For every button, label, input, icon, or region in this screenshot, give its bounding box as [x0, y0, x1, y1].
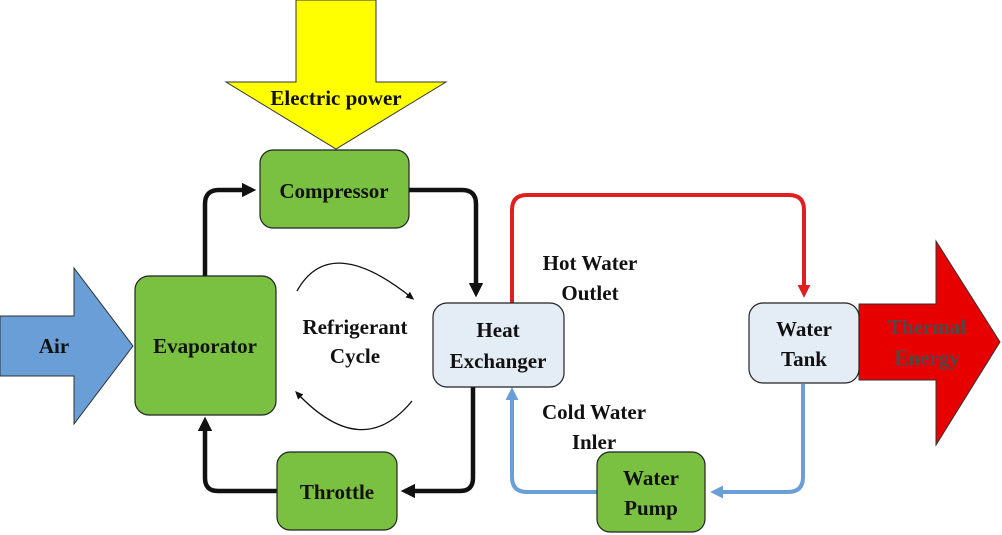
compressor-to-exchanger-line — [409, 187, 484, 298]
throttle-to-evaporator-line — [197, 416, 278, 494]
electric-power-arrow — [224, 0, 448, 150]
hot-water-outlet-label-line1: Hot Water — [543, 251, 638, 275]
pump-to-exchanger-line — [505, 387, 597, 494]
cold-water-inlet-label-line2: Inler — [572, 430, 616, 454]
hot-water-outlet-label-line2: Outlet — [561, 281, 618, 305]
compressor-box — [259, 149, 410, 229]
refrigerant-cycle-label-line1: Refrigerant — [303, 315, 408, 339]
circular-arrows-icon — [295, 262, 415, 431]
throttle-label: Throttle — [300, 480, 374, 504]
water-pump-label-line1: Water — [623, 466, 679, 490]
cold-water-inlet-label-line1: Cold Water — [542, 400, 646, 424]
air-arrow — [0, 266, 134, 426]
thermal-energy-arrow — [858, 239, 1001, 447]
exchanger-to-throttle-line — [400, 387, 476, 499]
electric-power-label: Electric power — [270, 86, 401, 110]
heat-exchanger-label-line1: Heat — [476, 318, 519, 342]
heat-exchanger-label-line2: Exchanger — [450, 349, 547, 373]
water-pump-box — [596, 451, 706, 533]
refrigerant-cycle-label-line2: Cycle — [330, 344, 380, 368]
evaporator-to-compressor-line — [202, 182, 257, 276]
air-label: Air — [39, 334, 69, 358]
water-tank-label-line1: Water — [776, 317, 832, 341]
water-pump-label-line2: Pump — [624, 496, 678, 520]
tank-to-pump-line — [710, 384, 805, 499]
water-tank-box — [748, 302, 860, 384]
water-tank-label-line2: Tank — [781, 347, 827, 371]
thermal-energy-label-line1: Thermal — [888, 315, 966, 339]
compressor-label: Compressor — [279, 179, 388, 203]
evaporator-box — [134, 275, 277, 416]
throttle-box — [276, 451, 398, 531]
hot-water-outlet-line — [510, 193, 811, 303]
heat-exchanger-box — [432, 302, 565, 388]
thermal-energy-label-line2: Energy — [894, 346, 960, 370]
evaporator-label: Evaporator — [153, 334, 257, 358]
